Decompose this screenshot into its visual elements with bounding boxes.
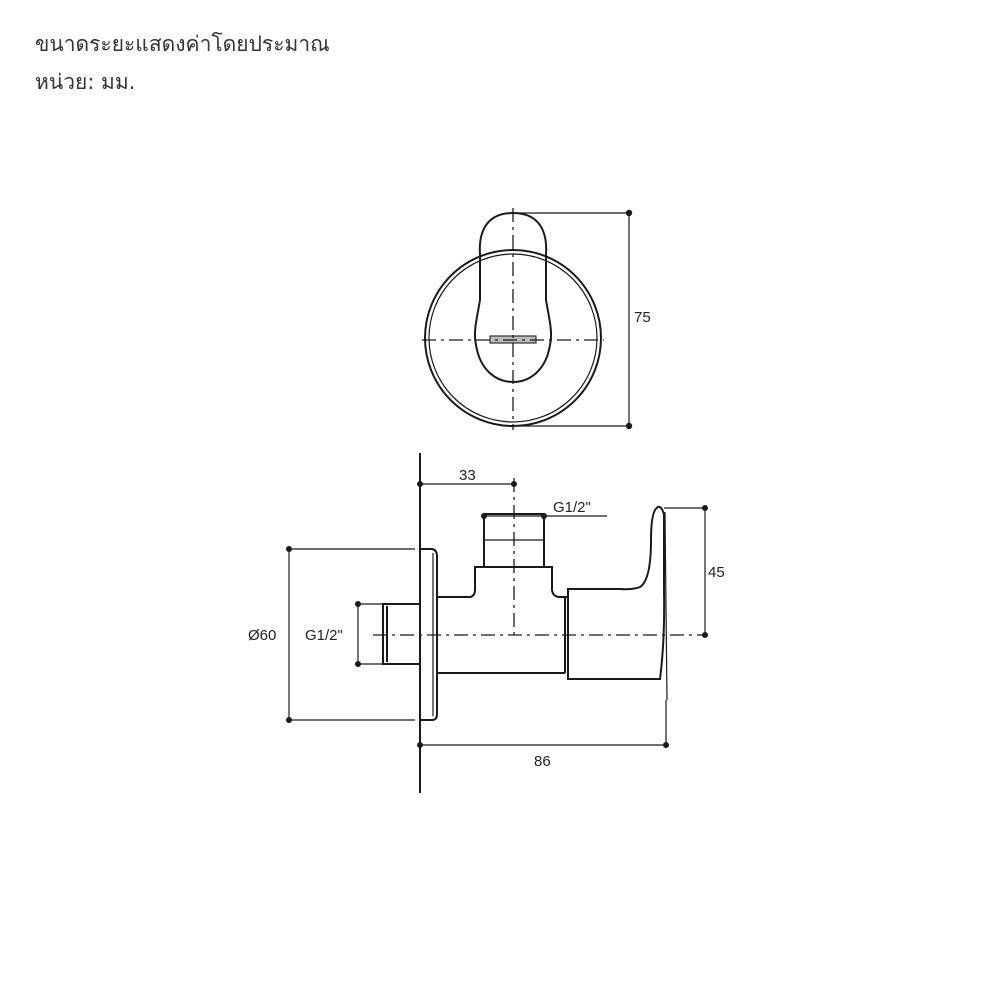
wall-to-outlet-dimension: 33 — [459, 467, 476, 484]
inlet-thread-label: G1/2" — [305, 627, 343, 644]
units-label: หน่วย: มม. — [35, 70, 136, 94]
side-view: 33 G1/2" 45 Ø60 G1/2" 86 — [248, 453, 725, 793]
front-height-dimension: 75 — [634, 309, 651, 326]
handle-height-dimension: 45 — [708, 564, 725, 581]
front-view: 75 — [422, 208, 651, 430]
approximate-dimensions-note: ขนาดระยะแสดงค่าโดยประมาณ — [35, 32, 330, 56]
overall-depth-dimension: 86 — [534, 753, 551, 770]
outlet-thread-label: G1/2" — [553, 499, 591, 516]
flange-diameter-dimension: Ø60 — [248, 627, 276, 644]
